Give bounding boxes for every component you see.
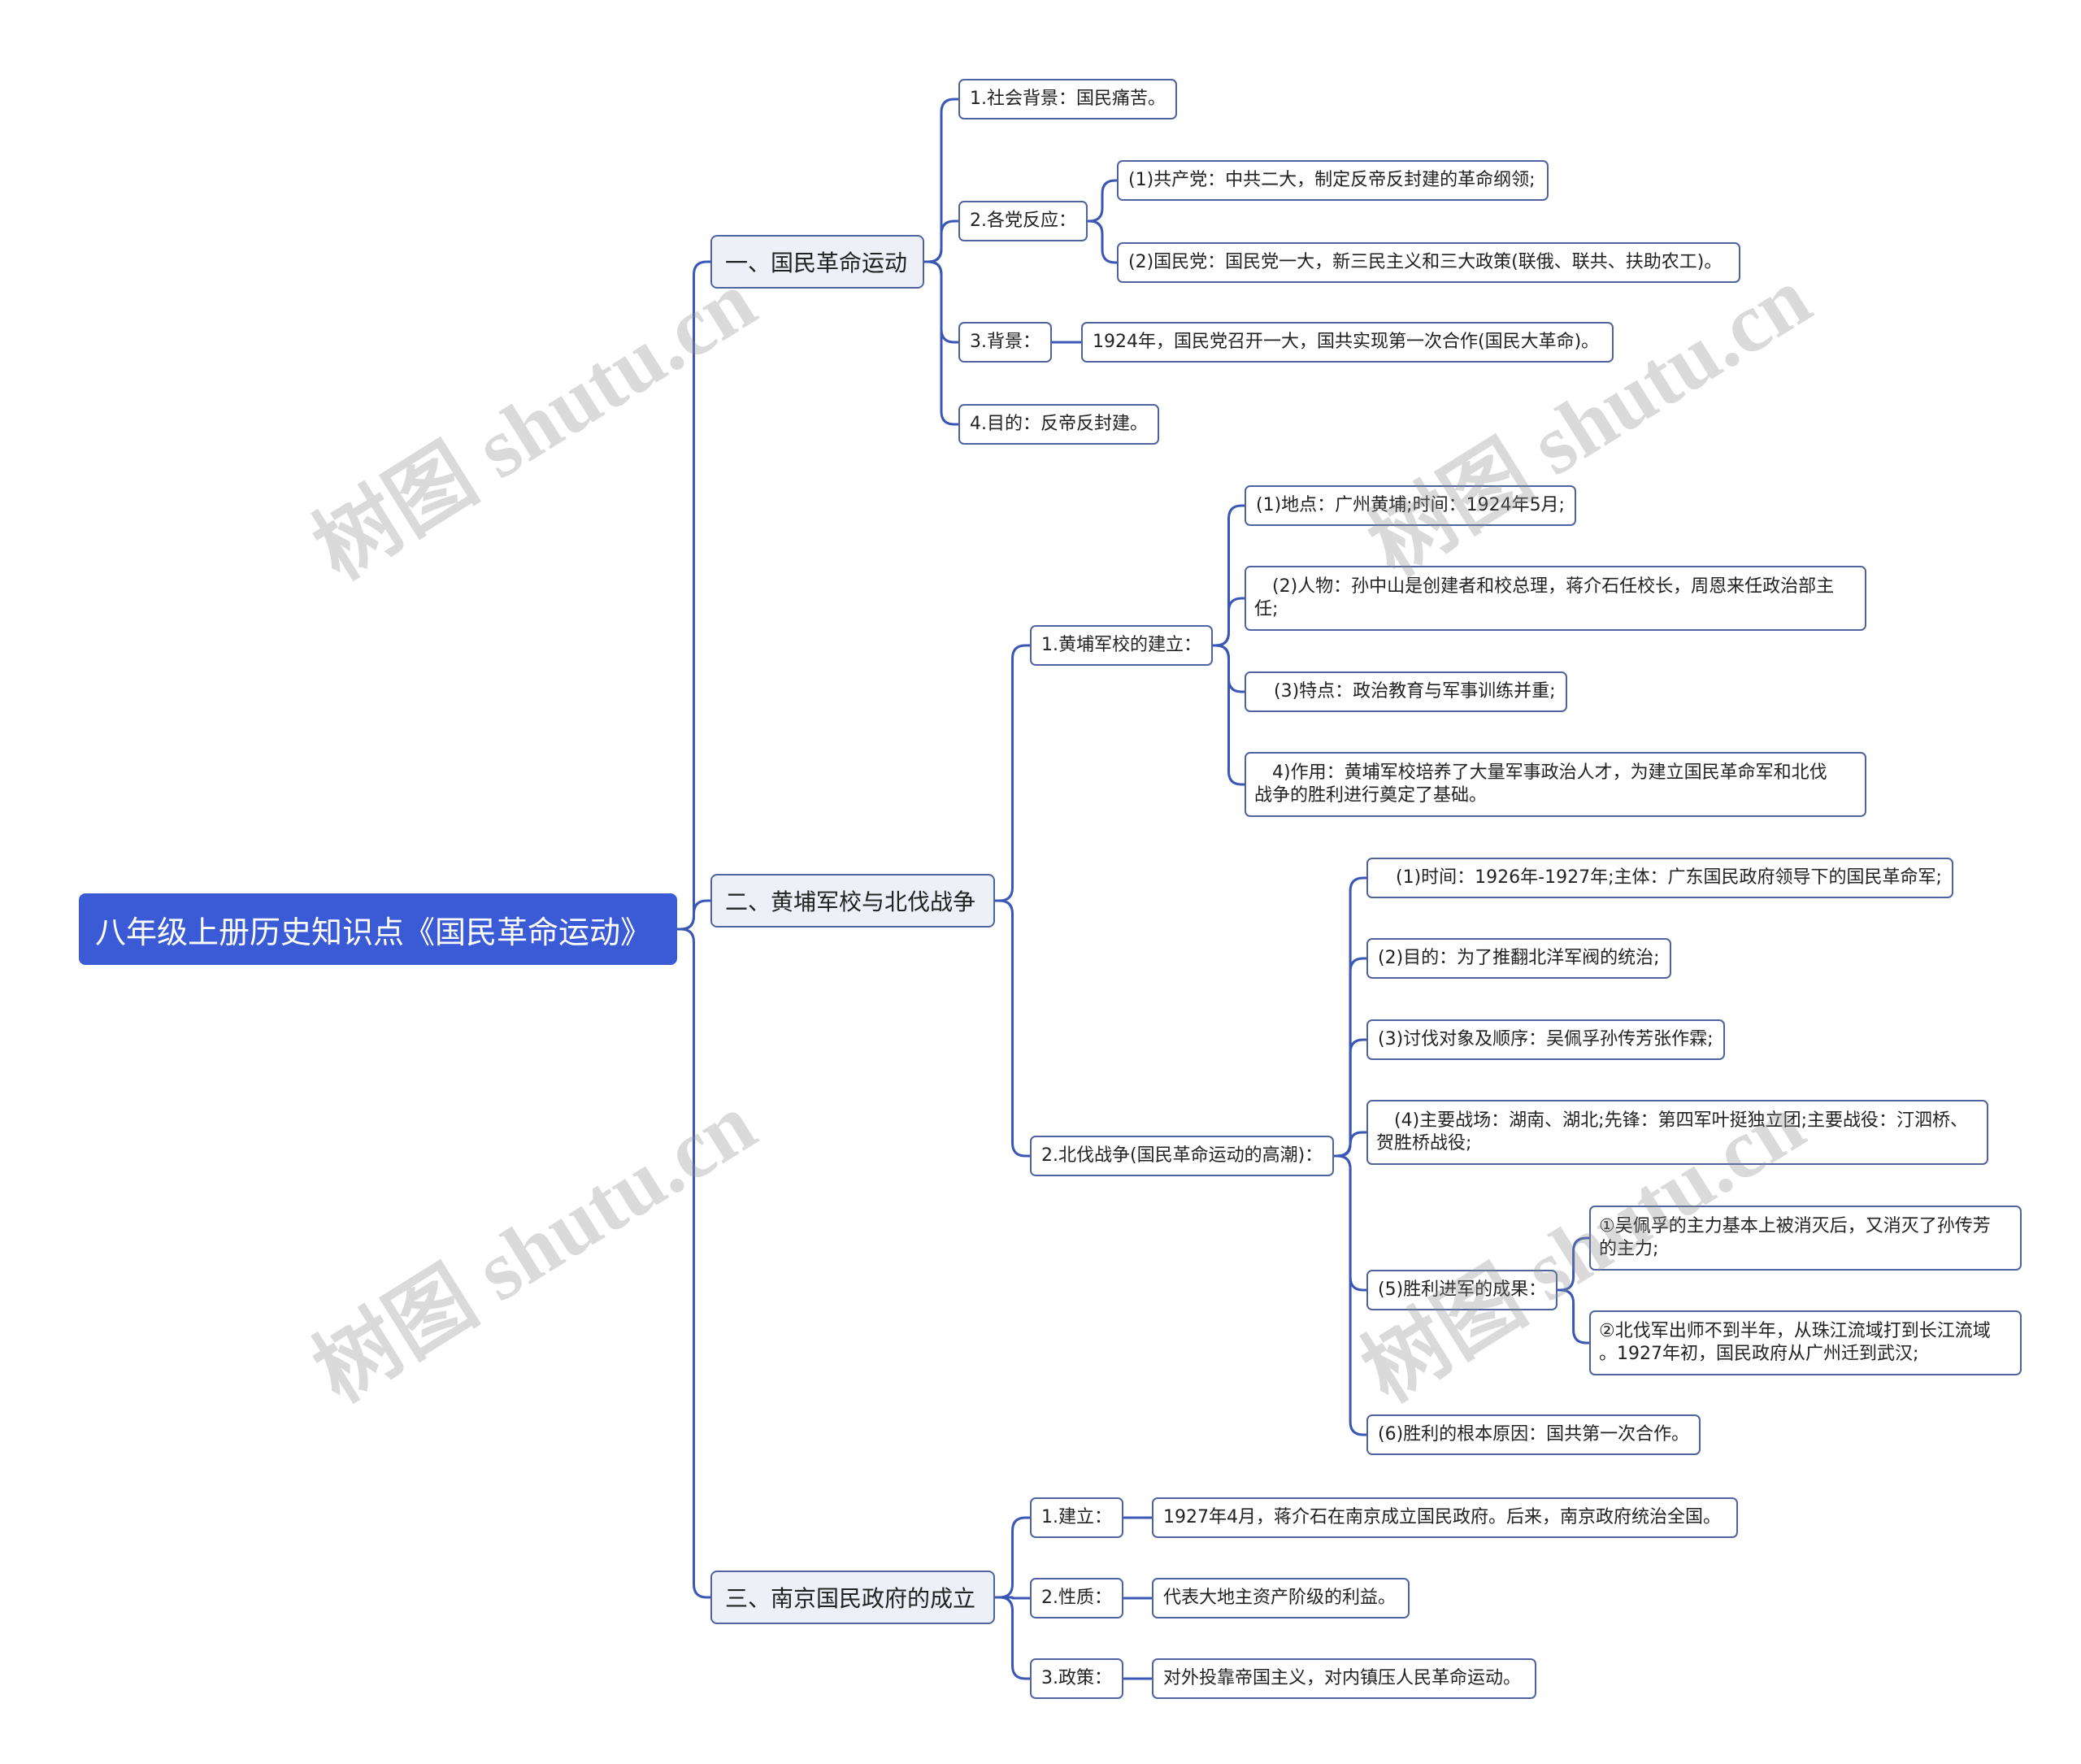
- connector-main-topic-whampoa-northern-expedition: [676, 899, 712, 931]
- detail-location-time: (1)地点：广州黄埔;时间：1924年5月;: [1245, 485, 1576, 526]
- detail-communist-party: (1)共产党：中共二大，制定反帝反封建的革命纲领;: [1117, 160, 1549, 201]
- detail-victory-results: (5)胜利进军的成果：: [1366, 1270, 1558, 1310]
- subtopic-establishment: 1.建立：: [1030, 1497, 1123, 1538]
- subtopic-policy: 3.政策：: [1030, 1658, 1123, 1699]
- detail-result-2: ②北伐军出师不到半年，从珠江流域打到长江流域。1927年初，国民政府从广州迁到武…: [1589, 1310, 2022, 1375]
- connector-detail-kuomintang: [1086, 219, 1119, 264]
- connector-detail-role: [1211, 644, 1246, 786]
- connector-detail-people: [1211, 597, 1246, 647]
- connector-subtopic-nature: [993, 1596, 1032, 1600]
- detail-kuomintang: (2)国民党：国民党一大，新三民主义和三大政策(联俄、联共、扶助农工)。: [1117, 242, 1740, 283]
- detail-people: (2)人物：孙中山是创建者和校总理，蒋介石任校长，周恩来任政治部主任;: [1245, 566, 1866, 631]
- detail-nature: 代表大地主资产阶级的利益。: [1152, 1578, 1410, 1618]
- connector-subtopic-northern-expedition: [993, 899, 1032, 1158]
- subtopic-background: 3.背景：: [958, 322, 1052, 363]
- detail-policy: 对外投靠帝国主义，对内镇压人民革命运动。: [1152, 1658, 1536, 1699]
- detail-first-cooperation: 1924年，国民党召开一大，国共实现第一次合作(国民大革命)。: [1081, 322, 1614, 363]
- detail-root-cause: (6)胜利的根本原因：国共第一次合作。: [1366, 1414, 1701, 1455]
- detail-time-subject: (1)时间：1926年-1927年;主体：广东国民政府领导下的国民革命军;: [1366, 858, 1953, 898]
- main-topic-national-revolution: 一、国民革命运动: [710, 235, 924, 289]
- detail-battlefields: (4)主要战场：湖南、湖北;先锋：第四军叶挺独立团;主要战役：汀泗桥、贺胜桥战役…: [1366, 1100, 1988, 1165]
- main-topic-whampoa-northern-expedition: 二、黄埔军校与北伐战争: [710, 874, 995, 928]
- central-topic: 八年级上册历史知识点《国民革命运动》: [79, 893, 677, 965]
- connector-subtopic-party-responses: [923, 219, 960, 263]
- connector-detail-battlefields: [1332, 1131, 1368, 1158]
- detail-targets: (3)讨伐对象及顺序：吴佩孚孙传芳张作霖;: [1366, 1019, 1725, 1060]
- connector-detail-result-1: [1556, 1236, 1591, 1292]
- detail-establishment: 1927年4月，蒋介石在南京成立国民政府。后来，南京政府统治全国。: [1152, 1497, 1738, 1538]
- connector-subtopic-purpose: [923, 260, 960, 426]
- subtopic-purpose: 4.目的：反帝反封建。: [958, 404, 1159, 445]
- connector-detail-communist-party: [1086, 179, 1119, 223]
- subtopic-nature: 2.性质：: [1030, 1578, 1123, 1618]
- subtopic-northern-expedition: 2.北伐战争(国民革命运动的高潮)：: [1030, 1136, 1335, 1176]
- detail-features: (3)特点：政治教育与军事训练并重;: [1245, 671, 1567, 712]
- detail-goal: (2)目的：为了推翻北洋军阀的统治;: [1366, 938, 1671, 979]
- connector-detail-result-2: [1556, 1288, 1591, 1345]
- connector-subtopic-establishment: [993, 1516, 1032, 1599]
- connector-detail-root-cause: [1332, 1154, 1368, 1436]
- connector-main-topic-national-revolution: [676, 260, 712, 931]
- connector-subtopic-whampoa-founding: [993, 644, 1032, 902]
- subtopic-social-background: 1.社会背景：国民痛苦。: [958, 79, 1177, 119]
- subtopic-party-responses: 2.各党反应：: [958, 201, 1088, 241]
- connector-main-topic-nanjing-government: [676, 928, 712, 1599]
- subtopic-whampoa-founding: 1.黄埔军校的建立：: [1030, 625, 1213, 666]
- detail-result-1: ①吴佩孚的主力基本上被消灭后，又消灭了孙传芳的主力;: [1589, 1206, 2022, 1271]
- main-topic-nanjing-government: 三、南京国民政府的成立: [710, 1571, 995, 1624]
- connector-subtopic-policy: [993, 1596, 1032, 1680]
- detail-role: 4)作用：黄埔军校培养了大量军事政治人才，为建立国民革命军和北伐战争的胜利进行奠…: [1245, 752, 1866, 817]
